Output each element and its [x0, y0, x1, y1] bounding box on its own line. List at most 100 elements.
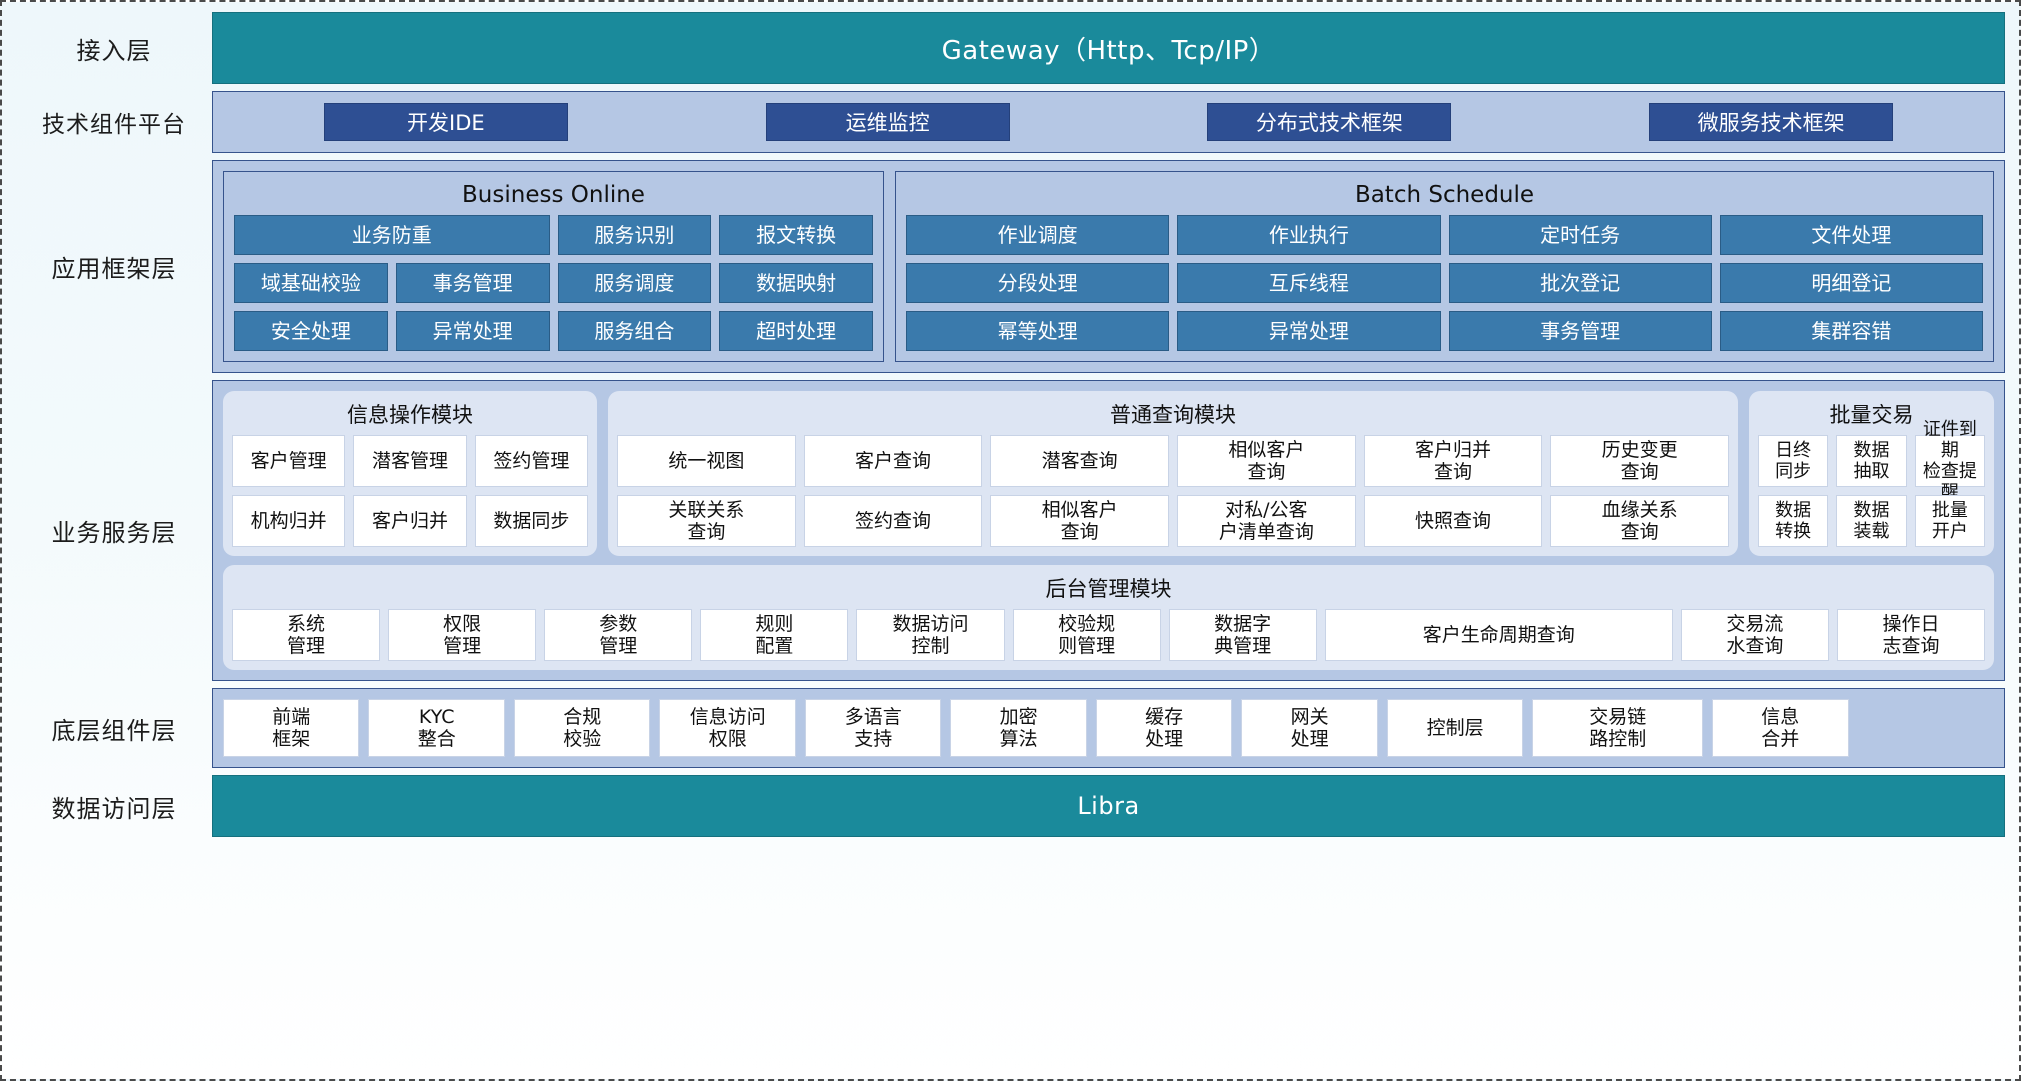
- cell-unified-view[interactable]: 统一视图: [617, 435, 796, 487]
- tech-item-distributed-framework[interactable]: 分布式技术框架: [1207, 103, 1452, 141]
- cell-transaction-flow-query[interactable]: 交易流水查询: [1680, 609, 1829, 661]
- layer-row-business-service: 业务服务层 信息操作模块 客户管理 潜客管理 签约管理 机构归并 客户归并 数据…: [16, 380, 2005, 681]
- cell-transaction-chain-control[interactable]: 交易链路控制: [1532, 699, 1704, 757]
- tech-cell: 微服务技术框架: [1550, 103, 1992, 141]
- cell-data-load[interactable]: 数据装载: [1836, 495, 1907, 547]
- cell-job-scheduling[interactable]: 作业调度: [906, 215, 1170, 255]
- cell-gateway-processing[interactable]: 网关处理: [1241, 699, 1378, 757]
- tech-item-microservice-framework[interactable]: 微服务技术框架: [1649, 103, 1894, 141]
- cell-mutex-thread[interactable]: 互斥线程: [1177, 263, 1441, 303]
- tech-platform-panel: 开发IDE 运维监控 分布式技术框架 微服务技术框架: [212, 91, 2005, 153]
- cell-data-mapping[interactable]: 数据映射: [719, 263, 873, 303]
- cell-cache-processing[interactable]: 缓存处理: [1095, 699, 1233, 757]
- module-admin-management: 后台管理模块 系统管理 权限管理 参数管理 规则配置 数据访问控制 校验规则管理…: [223, 565, 1994, 670]
- cell-cluster-fault-tolerance[interactable]: 集群容错: [1719, 311, 1983, 351]
- cell-system-management[interactable]: 系统管理: [232, 609, 381, 661]
- cell-timed-task[interactable]: 定时任务: [1448, 215, 1712, 255]
- cell-permission-management[interactable]: 权限管理: [388, 609, 537, 661]
- layer-body-data-access: Libra: [212, 775, 2005, 837]
- layer-body-business-service: 信息操作模块 客户管理 潜客管理 签约管理 机构归并 客户归并 数据同步 普通查…: [212, 380, 2005, 681]
- cell-private-public-customer-list-query[interactable]: 对私/公客户清单查询: [1177, 495, 1356, 547]
- cell-institution-merge[interactable]: 机构归并: [232, 495, 346, 547]
- cell-compliance-validation[interactable]: 合规校验: [513, 699, 651, 757]
- cell-data-transform[interactable]: 数据转换: [1758, 495, 1829, 547]
- cell-contract-management[interactable]: 签约管理: [474, 435, 588, 487]
- cell-business-dedup[interactable]: 业务防重: [234, 215, 550, 255]
- cell-service-dispatch[interactable]: 服务调度: [557, 263, 712, 303]
- cell-batch-registration[interactable]: 批次登记: [1448, 263, 1712, 303]
- cell-job-execution[interactable]: 作业执行: [1177, 215, 1441, 255]
- app-framework-panel: Business Online 业务防重 服务识别 报文转换 域基础校验 事务管…: [212, 160, 2005, 373]
- cell-data-sync[interactable]: 数据同步: [474, 495, 588, 547]
- cell-parameter-management[interactable]: 参数管理: [544, 609, 693, 661]
- module-grid-admin-management: 系统管理 权限管理 参数管理 规则配置 数据访问控制 校验规则管理 数据字典管理…: [232, 609, 1985, 661]
- module-info-operation: 信息操作模块 客户管理 潜客管理 签约管理 机构归并 客户归并 数据同步: [223, 391, 597, 556]
- cell-message-transform[interactable]: 报文转换: [719, 215, 873, 255]
- cell-batch-exception-processing[interactable]: 异常处理: [1177, 311, 1441, 351]
- module-grid-info-operation: 客户管理 潜客管理 签约管理 机构归并 客户归并 数据同步: [232, 435, 588, 547]
- cell-service-composition[interactable]: 服务组合: [557, 311, 712, 351]
- cell-encryption-algorithm[interactable]: 加密算法: [950, 699, 1087, 757]
- layer-body-tech-platform: 开发IDE 运维监控 分布式技术框架 微服务技术框架: [212, 91, 2005, 153]
- layer-row-data-access: 数据访问层 Libra: [16, 775, 2005, 837]
- cell-file-processing[interactable]: 文件处理: [1719, 215, 1983, 255]
- cell-rule-configuration[interactable]: 规则配置: [700, 609, 849, 661]
- cell-batch-account-opening[interactable]: 批量开户: [1914, 495, 1985, 547]
- module-batch-transaction: 批量交易 日终同步 数据抽取 证件到期检查提醒 数据转换 数据装载 批量开户: [1749, 391, 1994, 556]
- layer-row-tech-platform: 技术组件平台 开发IDE 运维监控 分布式技术框架 微服务技术框架: [16, 91, 2005, 153]
- cell-prospect-management[interactable]: 潜客管理: [353, 435, 467, 487]
- cell-data-access-control[interactable]: 数据访问控制: [856, 609, 1005, 661]
- cell-segment-processing[interactable]: 分段处理: [906, 263, 1170, 303]
- libra-bar[interactable]: Libra: [212, 775, 2005, 837]
- cell-customer-management[interactable]: 客户管理: [232, 435, 346, 487]
- cell-control-layer[interactable]: 控制层: [1386, 699, 1524, 757]
- cell-data-dictionary-management[interactable]: 数据字典管理: [1168, 609, 1317, 661]
- cell-snapshot-query[interactable]: 快照查询: [1363, 495, 1543, 547]
- module-grid-common-query: 统一视图 客户查询 潜客查询 相似客户查询 客户归并查询 历史变更查询 关联关系…: [617, 435, 1729, 547]
- cell-history-change-query[interactable]: 历史变更查询: [1550, 435, 1729, 487]
- cell-similar-customer-query-2[interactable]: 相似客户查询: [990, 495, 1169, 547]
- cell-detail-registration[interactable]: 明细登记: [1719, 263, 1983, 303]
- tech-cell: 开发IDE: [225, 103, 667, 141]
- cell-contract-query[interactable]: 签约查询: [803, 495, 983, 547]
- cell-operation-log-query[interactable]: 操作日志查询: [1836, 609, 1985, 661]
- cell-domain-base-validation[interactable]: 域基础校验: [234, 263, 388, 303]
- tech-item-ops-monitor[interactable]: 运维监控: [765, 103, 1010, 141]
- cell-validation-rule-management[interactable]: 校验规则管理: [1012, 609, 1161, 661]
- layer-label-data-access: 数据访问层: [51, 794, 177, 823]
- cell-lineage-relation-query[interactable]: 血缘关系查询: [1550, 495, 1729, 547]
- cell-exception-processing[interactable]: 异常处理: [395, 311, 550, 351]
- cell-customer-merge[interactable]: 客户归并: [353, 495, 467, 547]
- cell-multilanguage-support[interactable]: 多语言支持: [804, 699, 942, 757]
- cell-similar-customer-query[interactable]: 相似客户查询: [1177, 435, 1356, 487]
- cell-customer-query[interactable]: 客户查询: [803, 435, 983, 487]
- cell-info-merge[interactable]: 信息合并: [1712, 699, 1849, 757]
- module-grid-batch-transaction: 日终同步 数据抽取 证件到期检查提醒 数据转换 数据装载 批量开户: [1758, 419, 1985, 547]
- gateway-bar[interactable]: Gateway（Http、Tcp/IP）: [212, 12, 2005, 84]
- cell-idempotent-processing[interactable]: 幂等处理: [906, 311, 1170, 351]
- cell-info-access-permission[interactable]: 信息访问权限: [659, 699, 796, 757]
- cell-certificate-expiry-reminder[interactable]: 证件到期检查提醒: [1914, 419, 1985, 503]
- layer-label-access: 接入层: [76, 36, 152, 65]
- cell-customer-merge-query[interactable]: 客户归并查询: [1363, 435, 1543, 487]
- cell-transaction-management[interactable]: 事务管理: [395, 263, 550, 303]
- cell-customer-lifecycle-query[interactable]: 客户生命周期查询: [1324, 609, 1673, 661]
- tech-item-dev-ide[interactable]: 开发IDE: [323, 103, 568, 141]
- cell-eod-sync[interactable]: 日终同步: [1758, 435, 1829, 487]
- module-title-common-query: 普通查询模块: [1110, 403, 1236, 427]
- cell-security-processing[interactable]: 安全处理: [234, 311, 388, 351]
- cell-prospect-query[interactable]: 潜客查询: [990, 435, 1169, 487]
- cell-data-extract[interactable]: 数据抽取: [1836, 435, 1907, 487]
- business-service-module-row-1: 信息操作模块 客户管理 潜客管理 签约管理 机构归并 客户归并 数据同步 普通查…: [223, 391, 1994, 556]
- module-title-info-operation: 信息操作模块: [347, 403, 473, 427]
- cell-timeout-processing[interactable]: 超时处理: [719, 311, 873, 351]
- cell-frontend-framework[interactable]: 前端框架: [223, 699, 360, 757]
- cell-service-identify[interactable]: 服务识别: [557, 215, 712, 255]
- cell-relation-query[interactable]: 关联关系查询: [617, 495, 796, 547]
- cell-batch-transaction-management[interactable]: 事务管理: [1448, 311, 1712, 351]
